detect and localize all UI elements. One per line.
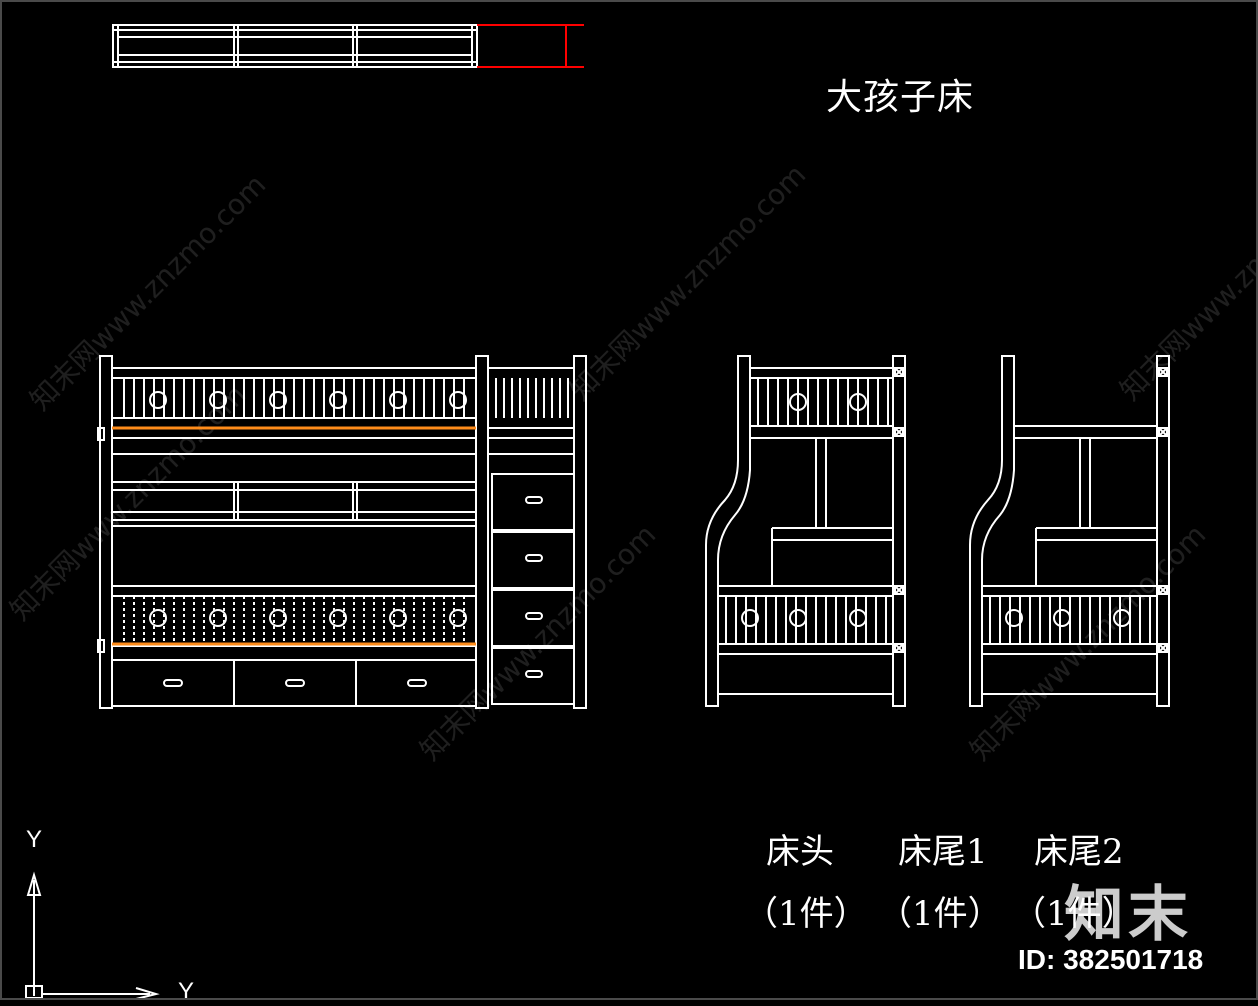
view-qty-foot1: （1件） bbox=[878, 894, 1002, 934]
ucs-axis-icon bbox=[25, 871, 160, 1000]
watermark-logo: 知末 bbox=[1064, 880, 1192, 950]
axis-x-label: Y bbox=[178, 978, 195, 1005]
top-plan-view bbox=[112, 24, 584, 68]
side-view-head bbox=[705, 355, 906, 707]
view-label-foot2: 床尾2 bbox=[1034, 832, 1124, 872]
drawing-title: 大孩子床 bbox=[826, 77, 975, 118]
axis-y-label: Y bbox=[26, 826, 43, 853]
view-label-head: 床头 bbox=[766, 832, 834, 872]
view-qty-foot2: （1件） bbox=[1012, 894, 1136, 934]
view-qty-head: （1件） bbox=[744, 894, 868, 934]
view-label-foot1: 床尾1 bbox=[898, 832, 988, 872]
front-elevation bbox=[97, 355, 587, 709]
watermark-id: ID: 382501718 bbox=[1018, 944, 1204, 975]
side-view-foot bbox=[969, 355, 1170, 707]
